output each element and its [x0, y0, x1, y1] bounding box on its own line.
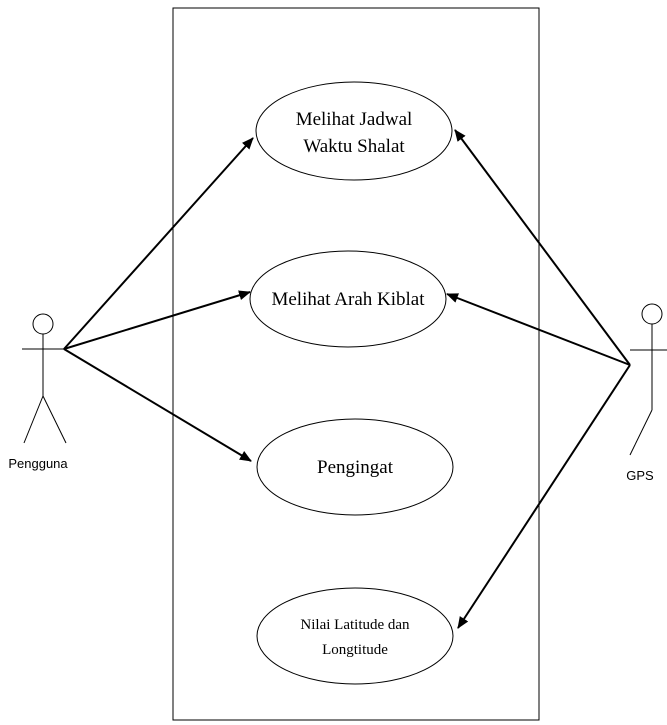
assoc-gps-jadwal — [454, 129, 631, 366]
assoc-gps-kiblat — [446, 293, 631, 366]
actor-gps-label: GPS — [626, 468, 654, 483]
use-case-latlong-line1: Nilai Latitude dan — [300, 617, 410, 633]
use-case-jadwal-line2: Waktu Shalat — [303, 136, 405, 157]
actor-pengguna-right-leg — [42, 395, 67, 444]
use-case-latlong-ellipse — [256, 587, 454, 685]
actor-gps: GPS — [626, 303, 667, 483]
assoc-pengguna-jadwal — [63, 137, 254, 350]
use-case-melihat-jadwal: Melihat Jadwal Waktu Shalat — [255, 81, 453, 181]
system-boundary — [172, 7, 540, 721]
actor-pengguna-label: Pengguna — [8, 456, 68, 471]
use-case-kiblat-line1: Melihat Arah Kiblat — [271, 289, 425, 310]
use-case-pengingat-ellipse — [256, 418, 454, 516]
use-case-latlong-line2: Longtitude — [322, 642, 388, 658]
assoc-pengguna-kiblat — [63, 290, 251, 350]
actor-pengguna: Pengguna — [8, 313, 68, 471]
use-case-pengingat-line1: Pengingat — [317, 457, 394, 478]
assoc-pengguna-pengingat — [63, 348, 252, 462]
use-case-melihat-arah-kiblat: Melihat Arah Kiblat — [249, 250, 447, 348]
use-case-jadwal-ellipse — [255, 81, 453, 181]
use-case-pengingat: Pengingat — [256, 418, 454, 516]
actor-pengguna-left-leg — [23, 395, 44, 444]
assoc-gps-latlong — [457, 364, 631, 629]
actor-gps-left-leg — [629, 409, 653, 456]
actor-gps-head — [641, 303, 663, 325]
actor-pengguna-head — [32, 313, 54, 335]
use-case-jadwal-line1: Melihat Jadwal — [296, 109, 413, 130]
use-case-nilai-latitude-longtitude: Nilai Latitude dan Longtitude — [256, 587, 454, 685]
